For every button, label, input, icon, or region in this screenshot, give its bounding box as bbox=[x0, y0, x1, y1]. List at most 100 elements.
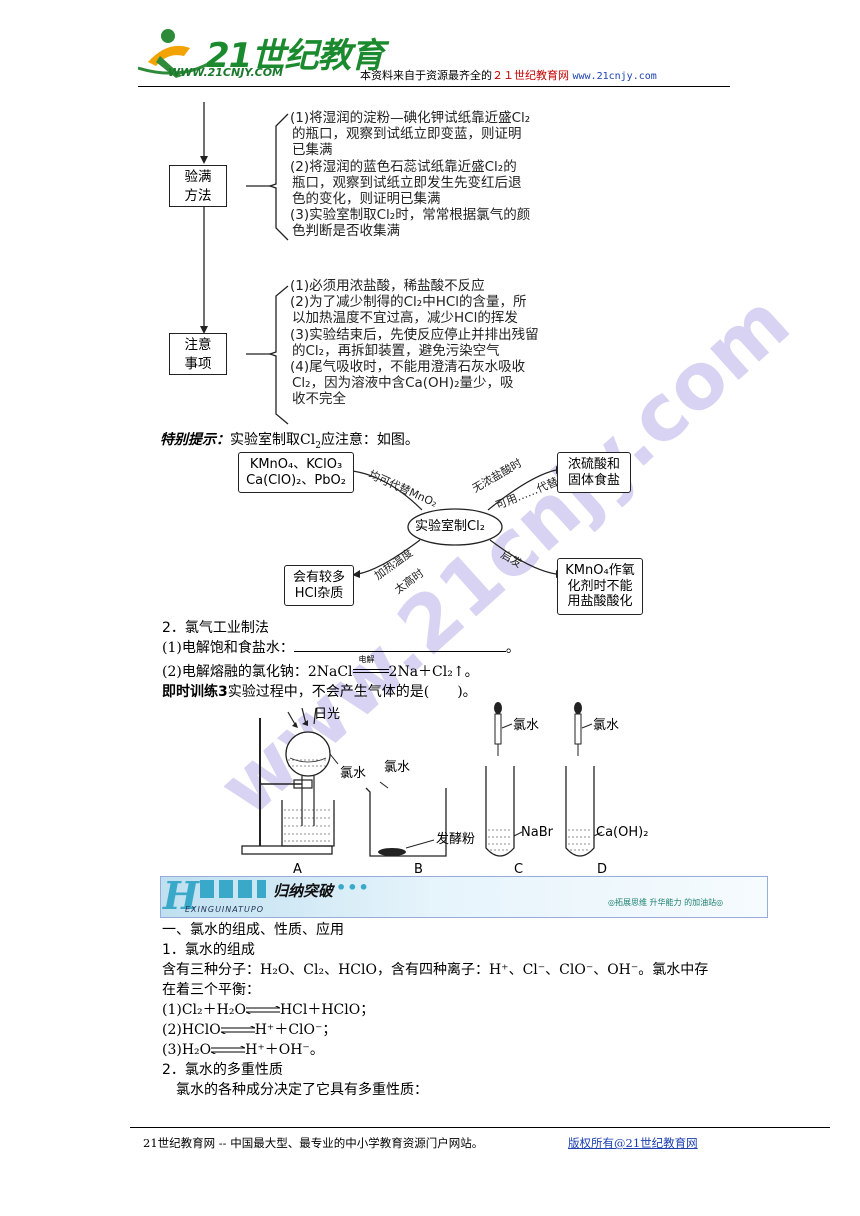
equilibrium-3: (3)H₂O H⁺＋OH⁻。 bbox=[162, 1042, 324, 1059]
note-line: (3)实验结束后，先使反应停止并排出残留 bbox=[290, 326, 539, 343]
flowchart-connectors bbox=[200, 102, 289, 425]
note-line: Cl₂，因为溶液中含Ca(OH)₂量少，吸 bbox=[292, 375, 514, 392]
logo-url: WWW.21CNJY.COM bbox=[168, 66, 283, 79]
apparatus-figure bbox=[241, 702, 603, 857]
check-line: 色的变化，则证明已集满 bbox=[292, 190, 441, 207]
check-method-box: 验满 方法 bbox=[169, 165, 227, 207]
notes-label-2: 事项 bbox=[184, 356, 212, 372]
check-line: (2)将湿润的蓝色石蕊试纸靠近盛Cl₂的 bbox=[290, 158, 517, 175]
notes-label-1: 注意 bbox=[184, 337, 212, 353]
footer-divider bbox=[130, 1127, 830, 1128]
apparatus-d-water-label: 氯水 bbox=[593, 718, 620, 733]
diagram-center: 实验室制Cl₂ bbox=[415, 519, 485, 534]
apparatus-b-water-label: 氯水 bbox=[384, 760, 411, 775]
exercise-line: 即时训练3实验过程中，不会产生气体的是( )。 bbox=[162, 684, 477, 701]
check-line: 色判断是否收集满 bbox=[292, 223, 400, 240]
box-kmno4-line3: 用盐酸酸化 bbox=[567, 594, 633, 610]
box-alternatives-line1: KMnO₄、KClO₃ bbox=[249, 456, 343, 472]
tip-text-a: 实验室制取 bbox=[230, 432, 300, 448]
tip-sub: 2 bbox=[315, 440, 321, 451]
equilibrium-1: (1)Cl₂＋H₂O HCl＋HClO； bbox=[162, 1002, 374, 1019]
equilibrium-2-right: H⁺＋ClO⁻； bbox=[254, 1022, 337, 1038]
heading-chlorine-water: 一、氯水的组成、性质、应用 bbox=[162, 922, 344, 938]
tip-text-b: 应注意：如图。 bbox=[320, 432, 419, 448]
box-kmno4: KMnO₄作氧 化剂时不能 用盐酸酸化 bbox=[557, 558, 643, 615]
check-line: (3)实验室制取Cl₂时，常常根据氯气的颜 bbox=[290, 207, 531, 224]
check-method-label-2: 方法 bbox=[184, 188, 212, 204]
header-divider bbox=[138, 86, 730, 87]
electrolysis-brine-label: (1)电解饱和食盐水： bbox=[162, 640, 294, 656]
tip-formula: Cl bbox=[300, 432, 316, 448]
banner-subtitle: EXINGUINATUPO bbox=[185, 905, 265, 914]
caption-c: C bbox=[514, 862, 524, 877]
exercise-text: 实验过程中，不会产生气体的是( )。 bbox=[227, 684, 477, 700]
tip-line: 特别提示：实验室制取Cl2应注意：如图。 bbox=[160, 432, 419, 452]
equilibrium-2-left: (2)HClO bbox=[162, 1022, 221, 1038]
box-sulfuric-line2: 固体食盐 bbox=[567, 472, 620, 488]
caption-b: B bbox=[414, 862, 423, 877]
tip-label: 特别提示： bbox=[160, 432, 230, 448]
paragraph-composition-1: 含有三种分子：H₂O、Cl₂、HClO，含有四种离子：H⁺、Cl⁻、ClO⁻、O… bbox=[162, 962, 709, 978]
banner-letter-icon: H bbox=[163, 873, 199, 918]
electrolysis-brine-line: (1)电解饱和食盐水： 。 bbox=[162, 640, 520, 657]
electrolysis-molten-product: 2Na＋Cl₂↑。 bbox=[388, 664, 479, 680]
box-kmno4-line2: 化剂时不能 bbox=[567, 578, 633, 594]
logo-figure-icon bbox=[137, 29, 209, 78]
box-kmno4-line1: KMnO₄作氧 bbox=[565, 563, 635, 579]
box-sulfuric-salt: 浓硫酸和 固体食盐 bbox=[557, 452, 631, 493]
heading-composition: 1．氯水的组成 bbox=[162, 942, 255, 958]
header-text: 本资料来自于资源最齐全的２１世纪教育网 www.21cnjy.com bbox=[360, 69, 657, 83]
equilibrium-1-left: (1)Cl₂＋H₂O bbox=[162, 1002, 246, 1018]
apparatus-c-water-label: 氯水 bbox=[513, 718, 540, 733]
box-sulfuric-line1: 浓硫酸和 bbox=[567, 456, 620, 472]
equilibrium-1-right: HCl＋HClO； bbox=[279, 1002, 375, 1018]
reversible-arrow-icon bbox=[211, 1046, 246, 1054]
equilibrium-3-right: H⁺＋OH⁻。 bbox=[245, 1042, 324, 1058]
section-industrial-heading: 2．氯气工业制法 bbox=[162, 620, 269, 636]
apparatus-d-solution-label: Ca(OH)₂ bbox=[596, 825, 649, 840]
footer-copyright-link[interactable]: 版权所有@21世纪教育网 bbox=[568, 1136, 698, 1150]
answer-blank[interactable] bbox=[293, 640, 506, 652]
exercise-label: 即时训练3 bbox=[162, 684, 228, 700]
logo-text: 21世纪教育 bbox=[206, 36, 384, 76]
apparatus-b-powder-label: 发酵粉 bbox=[436, 832, 476, 847]
check-line: 瓶口，观察到试纸立即发生先变红后退 bbox=[292, 174, 522, 191]
note-line: (2)为了减少制得的Cl₂中HCl的含量，所 bbox=[290, 294, 527, 311]
paragraph-composition-2: 在着三个平衡： bbox=[162, 982, 260, 998]
box-hcl-impurity: 会有较多 HCl杂质 bbox=[284, 565, 354, 606]
reversible-arrow-icon bbox=[220, 1026, 255, 1034]
paragraph-properties: 氯水的各种成分决定了它具有多重性质： bbox=[176, 1082, 428, 1098]
header-site: ２１世纪教育网 bbox=[492, 69, 569, 82]
electrolysis-molten-label: (2)电解熔融的氯化钠：2NaCl bbox=[162, 664, 353, 680]
box-alternatives-line2: Ca(ClO)₂、PbO₂ bbox=[246, 472, 346, 488]
banner-bars bbox=[200, 880, 266, 898]
electrolysis-condition: 电解 bbox=[352, 655, 389, 677]
note-line: 以加热温度不宜过高，减少HCl的挥发 bbox=[292, 310, 518, 327]
box-hcl-line1: 会有较多 bbox=[292, 569, 345, 585]
apparatus-a-water-label: 氯水 bbox=[340, 766, 367, 781]
header-prefix: 本资料来自于资源最齐全的 bbox=[360, 69, 492, 82]
banner-dots: ••• bbox=[336, 878, 370, 897]
notes-list: (1)必须用浓盐酸，稀盐酸不反应 (2)为了减少制得的Cl₂中HCl的含量，所 … bbox=[290, 278, 539, 408]
check-method-list: (1)将湿润的淀粉—碘化钾试纸靠近盛Cl₂ 的瓶口，观察到试纸立即变蓝，则证明 … bbox=[290, 110, 530, 240]
banner-tagline: ◎拓展思维 升华能力 的加油站◎ bbox=[608, 898, 724, 907]
electrolysis-condition-text: 电解 bbox=[358, 655, 375, 664]
heading-properties: 2．氯水的多重性质 bbox=[162, 1062, 283, 1078]
equilibrium-2: (2)HClO H⁺＋ClO⁻； bbox=[162, 1022, 336, 1039]
header-url[interactable]: www.21cnjy.com bbox=[572, 71, 657, 82]
note-line: (4)尾气吸收时，不能用澄清石灰水吸收 bbox=[290, 358, 526, 375]
note-line: (1)必须用浓盐酸，稀盐酸不反应 bbox=[290, 278, 485, 294]
check-line: 已集满 bbox=[292, 142, 333, 159]
apparatus-sun-label: 日光 bbox=[314, 707, 341, 722]
logo bbox=[137, 22, 338, 84]
reversible-arrow-icon bbox=[245, 1006, 280, 1014]
equilibrium-3-left: (3)H₂O bbox=[162, 1042, 212, 1058]
caption-a: A bbox=[293, 862, 302, 877]
electrolysis-brine-end: 。 bbox=[505, 640, 520, 656]
electrolysis-molten-line: (2)电解熔融的氯化钠：2NaCl 电解 2Na＋Cl₂↑。 bbox=[162, 655, 479, 681]
box-hcl-line2: HCl杂质 bbox=[294, 585, 344, 601]
banner-title: 归纳突破 bbox=[273, 882, 334, 900]
note-line: 收不完全 bbox=[292, 391, 346, 408]
notes-box: 注意 事项 bbox=[169, 333, 227, 375]
note-line: 的Cl₂，再拆卸装置，避免污染空气 bbox=[292, 342, 500, 359]
